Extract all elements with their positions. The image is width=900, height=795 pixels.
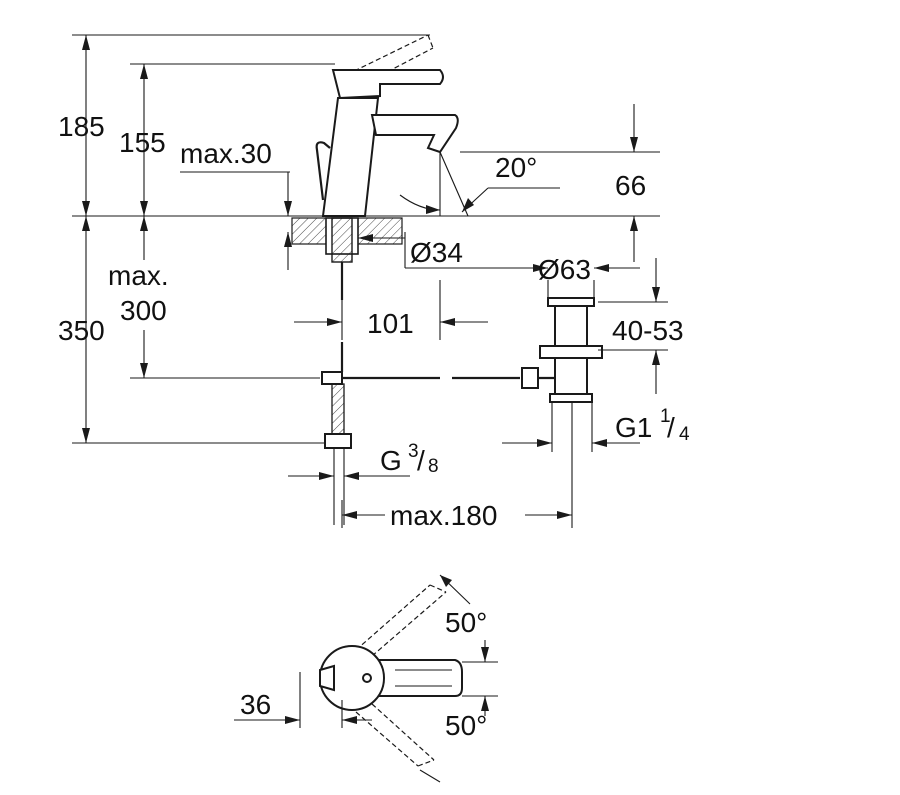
dimension-dia63-label: Ø63	[538, 254, 591, 285]
dimension-185-label: 185	[58, 111, 105, 142]
dimension-350-label: 350	[58, 315, 105, 346]
dimension-max180-label: max.180	[390, 500, 497, 531]
dimension-max300: max. 300	[108, 216, 169, 378]
dimension-dia63: Ø63	[495, 254, 640, 298]
faucet-front-view	[315, 34, 459, 217]
dimension-angle-20: 20°	[399, 151, 560, 217]
dimension-36: 36	[234, 672, 372, 728]
dimension-max-label: max.	[108, 260, 169, 291]
faucet-body	[321, 97, 380, 217]
dimension-40-53: 40-53	[598, 258, 684, 394]
dimension-dia34: Ø34	[358, 232, 500, 269]
dimension-angle-50-top-label: 50°	[445, 607, 487, 638]
dimension-dia34-label: Ø34	[410, 237, 463, 268]
dimension-max30-label: max.30	[180, 138, 272, 169]
supply-hose	[321, 342, 520, 525]
dimension-155-label: 155	[119, 127, 166, 158]
dimension-g1-denominator: 4	[679, 424, 690, 445]
dimension-350: 350	[58, 216, 105, 443]
dimension-angle-20-label: 20°	[495, 152, 537, 183]
dimension-g38: G 3 / 8	[288, 441, 439, 480]
dimension-101: 101	[294, 280, 488, 340]
mounting-section	[291, 217, 403, 300]
dimension-155: 155	[119, 64, 166, 216]
dimension-66-label: 66	[615, 170, 646, 201]
dimension-max180: max.180	[341, 400, 573, 531]
dimension-101-label: 101	[367, 308, 414, 339]
dimension-40-53-label: 40-53	[612, 315, 684, 346]
dimension-g1-1-4: G1 1 / 4	[502, 402, 690, 452]
faucet-spout	[370, 114, 459, 154]
dimension-36-label: 36	[240, 689, 271, 720]
svg-text:/: /	[417, 445, 425, 476]
dimension-angle-50-bottom-label: 50°	[445, 710, 487, 741]
dimension-300-label: 300	[120, 295, 167, 326]
dimension-g1-numerator: 1	[660, 406, 671, 427]
dimension-g38-numerator: 3	[408, 441, 419, 462]
pop-up-waste	[521, 297, 603, 403]
dimension-max30: max.30	[180, 138, 292, 270]
dimension-g38-main: G	[380, 445, 402, 476]
svg-text:/: /	[667, 412, 675, 443]
faucet-top-view	[319, 584, 463, 767]
dimension-g1-main: G1	[615, 412, 652, 443]
dimension-66: 66	[615, 104, 646, 262]
dimension-g38-denominator: 8	[428, 456, 439, 477]
dimension-185: 185	[58, 35, 105, 216]
dimension-angle-50: 50° 50°	[419, 574, 498, 783]
lever-handle	[331, 69, 444, 100]
